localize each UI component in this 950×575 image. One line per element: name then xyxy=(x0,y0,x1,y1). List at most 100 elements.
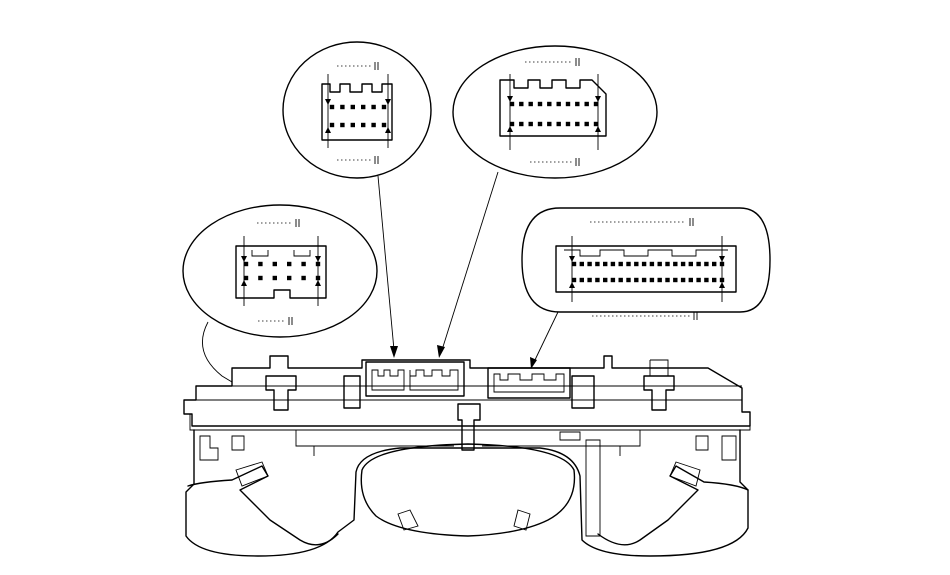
callout-connector-a xyxy=(282,41,432,179)
connector-pin xyxy=(696,261,701,267)
connector-pins xyxy=(569,256,725,288)
cluster-lower-frame xyxy=(185,429,749,557)
connector-pin xyxy=(626,261,631,267)
connector-pin xyxy=(626,277,631,283)
centre-post xyxy=(457,403,481,451)
connector-pin xyxy=(665,261,670,267)
connector-pin xyxy=(537,121,543,127)
connector-pin xyxy=(547,101,552,107)
connector-pin xyxy=(688,261,693,267)
cluster-housing-top xyxy=(183,355,751,427)
connector-face xyxy=(235,245,327,299)
connector-pin xyxy=(381,122,387,128)
connector-pin xyxy=(571,277,577,283)
pin-indicator-arrow xyxy=(569,282,575,288)
connector-pin xyxy=(565,101,571,107)
connector-pin xyxy=(509,121,515,127)
connector-pin xyxy=(340,104,345,110)
connector-pins xyxy=(507,96,601,132)
connector-pin xyxy=(579,261,584,267)
connector-pin xyxy=(587,261,592,267)
connector-pin xyxy=(584,121,589,127)
connector-pin xyxy=(340,122,345,128)
connector-pin xyxy=(287,261,292,267)
connector-pin xyxy=(565,121,571,127)
connector-pin xyxy=(649,261,655,267)
pin-indicator-arrow xyxy=(569,256,575,262)
connector-face xyxy=(321,83,393,141)
connector-pin xyxy=(547,121,552,127)
callout-bubble xyxy=(452,45,658,179)
connector-pin xyxy=(634,261,639,267)
pin-indicator-arrow xyxy=(507,126,513,132)
connector-pin xyxy=(719,261,725,267)
connector-pin xyxy=(584,101,589,107)
connector-pin xyxy=(315,275,321,281)
pin-indicator-arrow xyxy=(385,127,391,133)
connector-pin xyxy=(243,275,249,281)
connector-pin xyxy=(618,261,623,267)
connector-pin xyxy=(371,104,376,110)
connector-pin xyxy=(528,101,533,107)
connector-pin xyxy=(618,277,623,283)
connector-pin xyxy=(537,101,543,107)
connector-pin xyxy=(603,261,608,267)
connector-pin xyxy=(595,277,600,283)
connector-pin xyxy=(593,121,599,127)
connector-pin xyxy=(634,277,639,283)
connector-face xyxy=(499,79,607,137)
connector-pin xyxy=(688,277,693,283)
connector-pin xyxy=(350,104,355,110)
connector-pin xyxy=(315,261,321,267)
connector-pin xyxy=(371,122,376,128)
connector-pin xyxy=(350,122,355,128)
instrument-cluster-body xyxy=(183,355,751,557)
connector-pin xyxy=(258,275,263,281)
callout-bubble xyxy=(521,207,771,313)
connector-pin xyxy=(610,277,616,283)
connector-pin xyxy=(649,277,655,283)
pin-indicator-arrow xyxy=(325,127,331,133)
pin-indicator-arrow xyxy=(507,96,513,102)
connector-pin xyxy=(301,261,306,267)
connector-pin xyxy=(258,261,263,267)
connector-pin xyxy=(301,275,306,281)
connector-pin xyxy=(329,122,335,128)
connector-pin xyxy=(579,277,584,283)
pin-indicator-arrow xyxy=(315,256,321,262)
pin-indicator-arrow xyxy=(385,99,391,105)
callout-connector-d xyxy=(521,207,771,320)
socket-double xyxy=(365,361,465,397)
callout-connector-c xyxy=(182,204,378,338)
connector-pin xyxy=(641,261,647,267)
connector-pin xyxy=(272,261,277,267)
connector-pin xyxy=(595,261,600,267)
connector-pin xyxy=(556,121,561,127)
connector-pin xyxy=(610,261,616,267)
mounting-tab xyxy=(643,375,675,411)
connector-pin xyxy=(361,104,366,110)
connector-pin xyxy=(641,277,647,283)
connector-pin xyxy=(673,277,678,283)
mounting-tab xyxy=(571,375,595,409)
connector-pin xyxy=(712,277,717,283)
connector-pin xyxy=(665,277,670,283)
gauge-hood-center xyxy=(360,443,576,537)
connector-pin xyxy=(593,101,599,107)
pin-indicator-arrow xyxy=(595,96,601,102)
connector-pin xyxy=(287,275,292,281)
connector-pins xyxy=(325,99,391,133)
connector-pin xyxy=(571,261,577,267)
socket-wide xyxy=(487,367,571,399)
callout-bubble xyxy=(182,204,378,338)
connector-face xyxy=(555,245,737,293)
pin-indicator-arrow xyxy=(325,99,331,105)
pin-indicator-arrow xyxy=(595,126,601,132)
connector-pin xyxy=(704,277,709,283)
connector-pin xyxy=(657,277,662,283)
connector-pin xyxy=(587,277,592,283)
connector-pin xyxy=(712,261,717,267)
pin-indicator-arrow xyxy=(315,280,321,286)
